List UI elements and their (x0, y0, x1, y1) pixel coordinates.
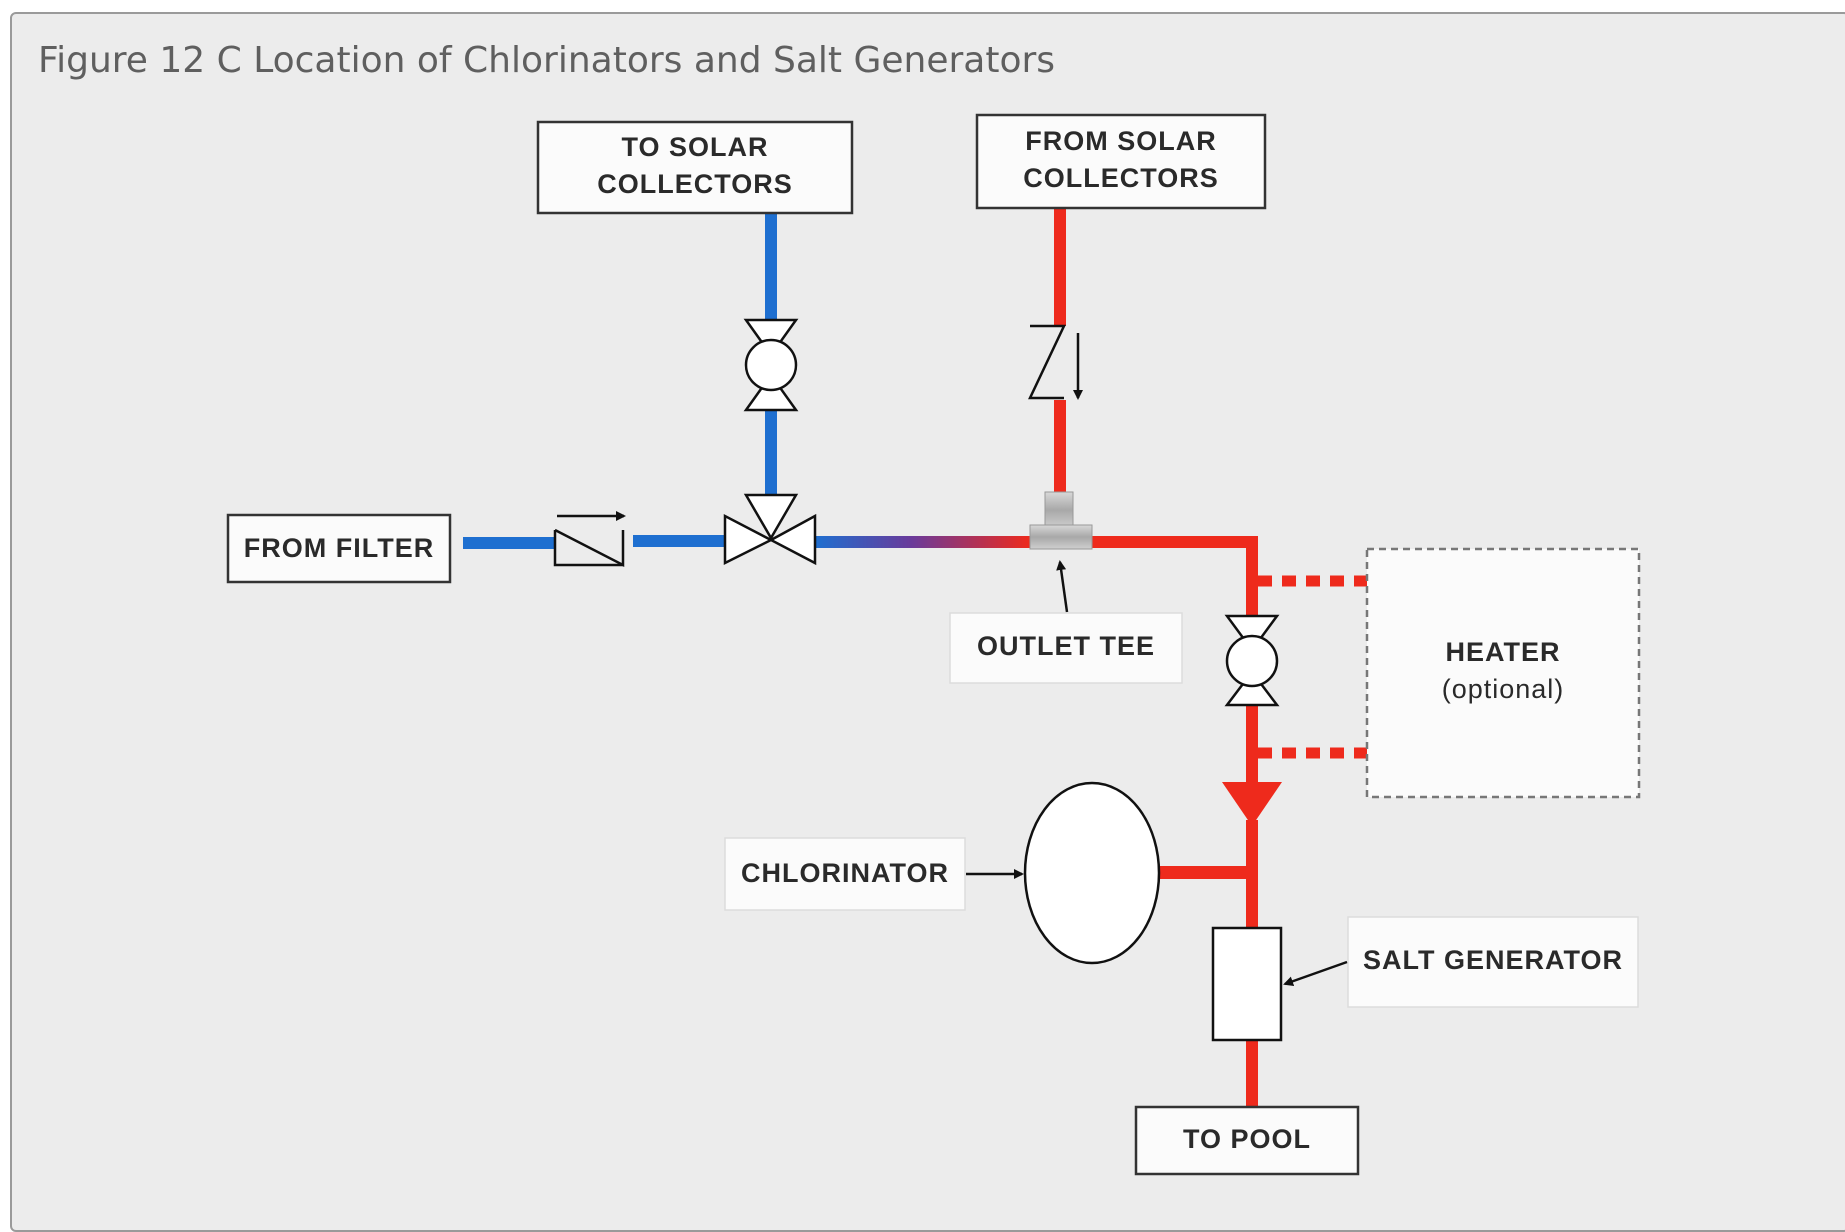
box-outlet-tee: OUTLET TEE (949, 612, 1183, 684)
label-to-pool: TO POOL (1183, 1124, 1311, 1154)
outlet-tee-pointer-arrow (1056, 560, 1069, 613)
label-heater-line1: HEATER (1445, 637, 1560, 667)
box-to-pool: TO POOL (1134, 1105, 1360, 1176)
salt-generator-pointer-arrow (1283, 960, 1348, 987)
ball-valve-icon (743, 318, 799, 412)
label-to-solar-line1: TO SOLAR (621, 132, 768, 162)
label-outlet-tee: OUTLET TEE (977, 631, 1155, 661)
pipe-valve-to-arrow (1246, 705, 1258, 785)
pipe-to-pool (1246, 1040, 1258, 1110)
box-heater: HEATER (optional) (1365, 547, 1641, 799)
check-valve-icon (1028, 324, 1083, 400)
label-heater-line2: (optional) (1442, 674, 1565, 704)
pipe-check-to-valve (633, 535, 725, 547)
pipe-from-filter (463, 537, 555, 549)
label-from-solar-line1: FROM SOLAR (1025, 126, 1217, 156)
hot-pipes (1054, 208, 1370, 1110)
flow-arrow-icon (1222, 782, 1282, 826)
chlorinator-vessel-icon (1023, 781, 1161, 965)
label-to-solar-line2: COLLECTORS (597, 169, 793, 199)
box-chlorinator: CHLORINATOR (724, 837, 966, 911)
pipe-chlorinator-branch (1160, 866, 1252, 879)
label-chlorinator: CHLORINATOR (741, 858, 949, 888)
check-valve-icon (553, 511, 626, 568)
pipe-corner-down (1246, 536, 1258, 616)
cold-pipes (463, 213, 777, 549)
pipe-to-solar-upper (765, 213, 777, 321)
three-way-valve-icon (723, 493, 817, 566)
pipe-tee-to-corner (1090, 536, 1258, 548)
pipe-from-solar-lower (1054, 400, 1066, 492)
box-to-solar: TO SOLAR COLLECTORS (536, 120, 854, 215)
pipe-to-solar-lower (765, 409, 777, 497)
ball-valve-icon (1224, 614, 1280, 707)
label-salt-generator: SALT GENERATOR (1363, 945, 1623, 975)
figure-title: Figure 12 C Location of Chlorinators and… (38, 40, 1056, 81)
box-from-filter: FROM FILTER (226, 513, 452, 584)
pipe-mixed (815, 536, 1030, 548)
box-from-solar: FROM SOLAR COLLECTORS (975, 113, 1267, 210)
salt-generator-cell-icon (1211, 926, 1283, 1042)
box-salt-generator: SALT GENERATOR (1347, 916, 1639, 1008)
pipe-from-solar-upper (1054, 208, 1066, 326)
label-from-solar-line2: COLLECTORS (1023, 163, 1219, 193)
outlet-tee-icon (1029, 491, 1093, 550)
label-from-filter: FROM FILTER (244, 533, 434, 563)
